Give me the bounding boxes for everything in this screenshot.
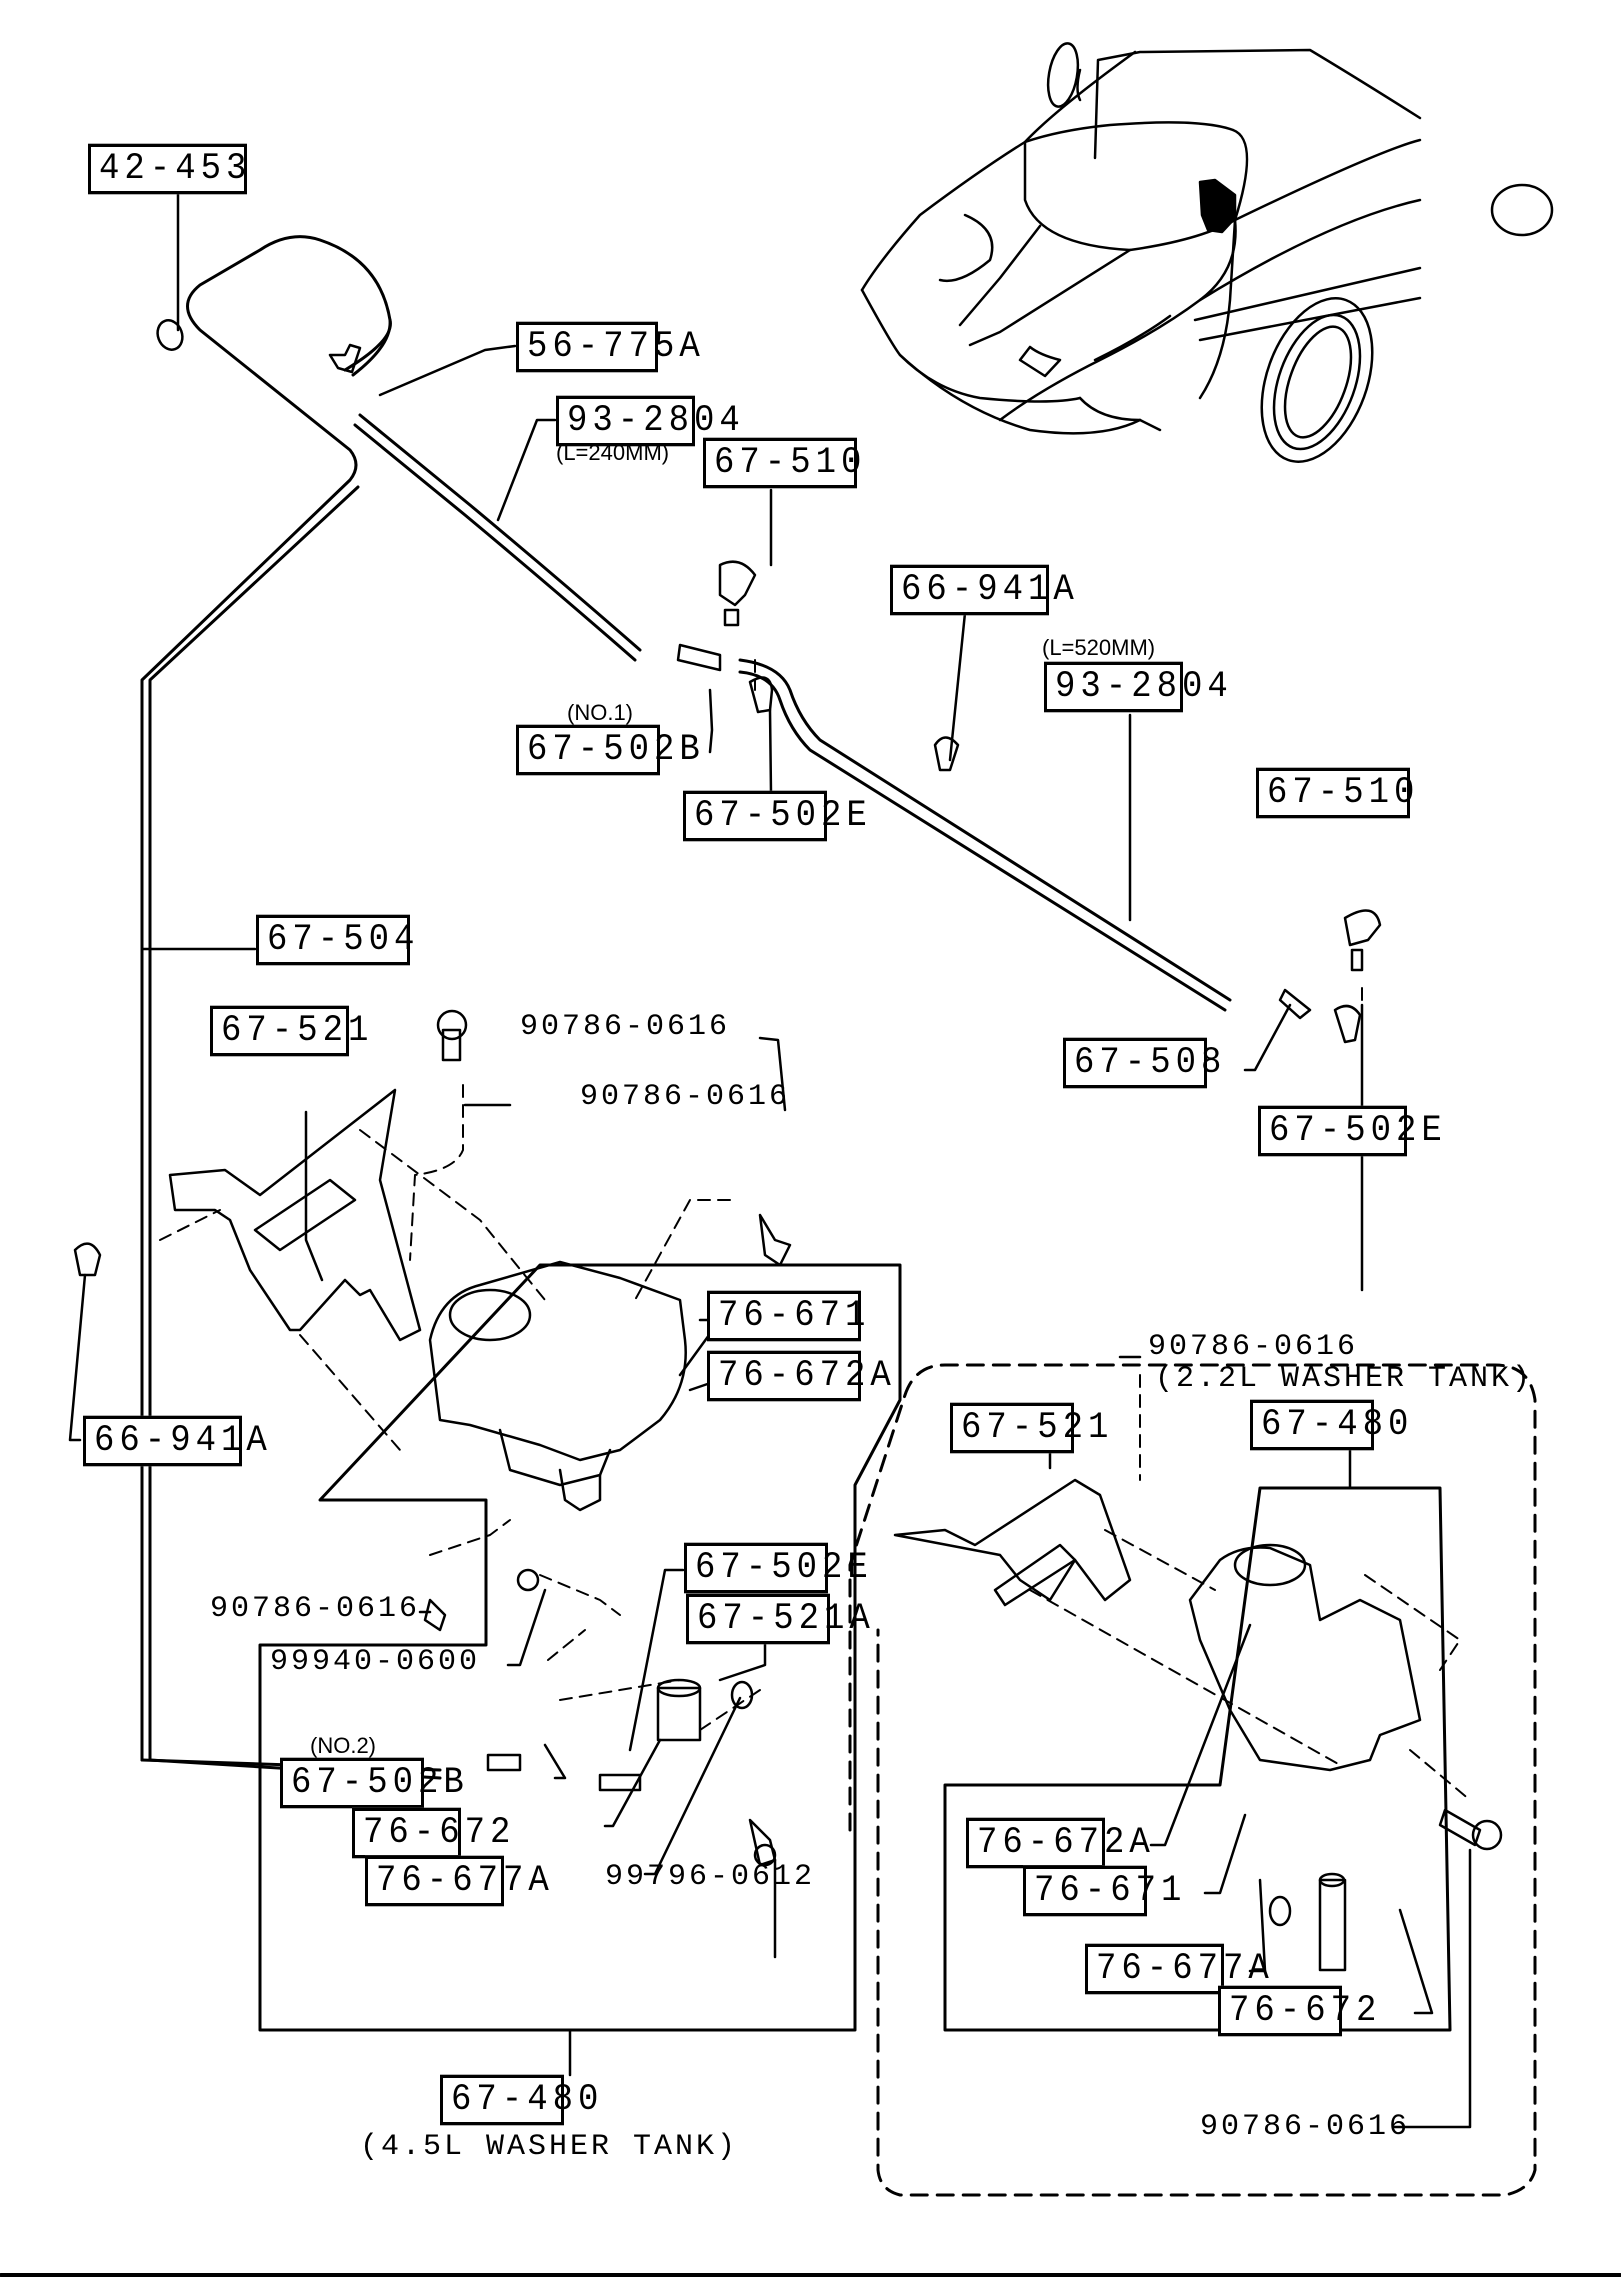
callout-93-2804-short[interactable]: 93-2804 <box>556 395 740 447</box>
nut-99940-0600[interactable]: 99940-0600 <box>270 1645 481 1679</box>
bracket-67-521-left <box>168 1088 422 1342</box>
group-frames <box>258 1263 1452 2032</box>
frame-4-5l-washer-tank <box>258 1263 902 2032</box>
callout-67-502E-front[interactable]: 67-502E <box>683 790 867 842</box>
callout-67-502E-rear[interactable]: 67-502E <box>1258 1105 1442 1157</box>
callout-67-521-2-2l[interactable]: 67-521 <box>950 1402 1108 1454</box>
hose-93-2804-long <box>738 658 1232 1012</box>
callout-67-504[interactable]: 67-504 <box>256 914 414 966</box>
callout-76-677A-4-5l[interactable]: 76-677A <box>365 1855 549 1907</box>
label-4-5l-washer-tank: (4.5L WASHER TANK) <box>360 2130 739 2164</box>
callout-93-2804-long[interactable]: 93-2804 <box>1044 661 1228 713</box>
callout-67-508[interactable]: 67-508 <box>1063 1037 1221 1089</box>
callout-67-521A[interactable]: 67-521A <box>686 1593 870 1645</box>
callout-76-672A-2-2l[interactable]: 76-672A <box>966 1817 1150 1869</box>
leader-lines <box>68 186 1472 2129</box>
callout-76-677A-2-2l[interactable]: 76-677A <box>1085 1943 1269 1995</box>
car-illustration <box>860 42 1554 463</box>
callout-67-521-4-5l[interactable]: 67-521 <box>210 1005 368 1057</box>
bolt-99796-0612[interactable]: 99796-0612 <box>605 1860 816 1894</box>
callout-76-671-2-2l[interactable]: 76-671 <box>1023 1865 1181 1917</box>
callout-66-941A-side[interactable]: 66-941A <box>83 1415 267 1467</box>
note-length-240mm: (L=240MM) <box>556 440 670 465</box>
bolt-90786-0616-mid[interactable]: 90786-0616 <box>580 1080 791 1114</box>
callout-67-502B-no2[interactable]: 67-502B <box>280 1757 464 1809</box>
callout-66-941A-hood[interactable]: 66-941A <box>890 564 1074 616</box>
hose-67-504 <box>140 235 392 1762</box>
option-2-2l-dashed-border <box>848 1363 1537 2197</box>
frame-2-2l-washer-tank <box>943 1486 1452 2032</box>
assembly-lines <box>159 659 1471 1801</box>
brackets-and-tanks <box>168 1088 1422 1772</box>
callout-42-453[interactable]: 42-453 <box>88 143 247 195</box>
bolt-90786-0616-2-2l-top[interactable]: 90786-0616 <box>1148 1330 1359 1364</box>
bolt-90786-0616-top[interactable]: 90786-0616 <box>520 1010 731 1044</box>
callout-76-672A-4-5l[interactable]: 76-672A <box>707 1350 891 1402</box>
callout-67-480-4-5l[interactable]: 67-480 <box>440 2074 598 2126</box>
callout-56-775A[interactable]: 56-775A <box>516 321 700 373</box>
bolt-90786-0616-2-2l-bottom[interactable]: 90786-0616 <box>1200 2110 1411 2144</box>
washer-hoses <box>140 235 1232 1780</box>
hose-93-2804-short <box>353 413 642 662</box>
callout-67-502B-no1[interactable]: 67-502B <box>516 724 700 776</box>
label-2-2l-washer-tank: (2.2L WASHER TANK) <box>1155 1362 1534 1396</box>
note-no-1: (NO.1) <box>567 700 633 725</box>
bolt-90786-0616-lower[interactable]: 90786-0616 <box>210 1592 421 1626</box>
callout-76-672-2-2l[interactable]: 76-672 <box>1218 1985 1376 2037</box>
callout-67-502E-tank[interactable]: 67-502E <box>684 1542 868 1594</box>
callout-67-480-2-2l[interactable]: 67-480 <box>1250 1399 1408 1451</box>
note-no-2: (NO.2) <box>310 1733 376 1758</box>
callout-76-672-4-5l[interactable]: 76-672 <box>352 1807 510 1859</box>
callout-67-510-front[interactable]: 67-510 <box>703 437 861 489</box>
bracket-67-521-right <box>893 1478 1132 1602</box>
tank-4-5l <box>428 1260 687 1462</box>
tank-2-2l <box>1188 1546 1422 1772</box>
callout-76-671-4-5l[interactable]: 76-671 <box>707 1290 865 1342</box>
callout-67-510-rear[interactable]: 67-510 <box>1256 767 1414 819</box>
note-length-520mm: (L=520MM) <box>1042 635 1156 660</box>
